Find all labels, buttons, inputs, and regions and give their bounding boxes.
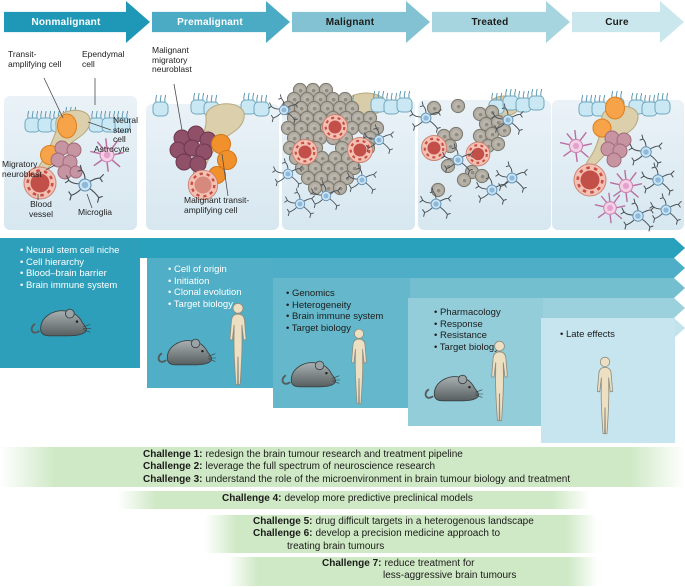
- research-topics: Late effects: [560, 329, 615, 341]
- challenge-line: Challenge 5:drug difficult targets in a …: [253, 516, 534, 528]
- stage-arrow-premalignant: Premalignant: [152, 1, 290, 43]
- stage-arrow-cure: Cure: [572, 1, 684, 43]
- research-topics: Pharmacology Response Resistance Target …: [434, 307, 503, 353]
- challenge-bar-3: Challenge 5:drug difficult targets in a …: [205, 515, 597, 553]
- research-box-cure: Late effects: [541, 318, 675, 443]
- challenge-line: Challenge 3:understand the role of the m…: [143, 474, 570, 486]
- mouse-icon: [424, 374, 485, 402]
- challenge-bar-1: Challenge 1:redesign the brain tumour re…: [0, 447, 685, 487]
- topic-item: Pharmacology: [434, 307, 503, 319]
- challenge-label: Challenge 4:: [222, 493, 282, 504]
- challenge-label: Challenge 2:: [143, 461, 203, 473]
- cure-cells-illustration: [559, 90, 682, 232]
- challenge-line: treating brain tumours: [287, 541, 534, 553]
- label-malignant-migratory-neuroblast: Malignant migratory neuroblast: [152, 45, 192, 75]
- challenge-line: Challenge 4:develop more predictive prec…: [222, 493, 473, 505]
- label-ependymal-cell: Ependymal cell: [82, 49, 125, 69]
- mouse-icon: [281, 360, 342, 388]
- label-astrocyte: Astrocyte: [94, 144, 130, 154]
- challenge-line: less-aggressive brain tumours: [383, 570, 516, 582]
- challenge-text-block: Challenge 7:reduce treatment for less-ag…: [322, 558, 516, 583]
- research-topics: Cell of origin Initiation Clonal evoluti…: [168, 264, 242, 310]
- challenge-description: less-aggressive brain tumours: [383, 570, 517, 582]
- topic-item: Response: [434, 319, 503, 331]
- human-icon: [596, 356, 614, 435]
- challenge-description: understand the role of the microenvironm…: [205, 473, 571, 485]
- challenge-description: redesign the brain tumour research and t…: [205, 449, 463, 460]
- label-migratory-neuroblast: Migratory neuroblast: [2, 159, 42, 179]
- human-icon: [229, 302, 247, 386]
- topic-item: Initiation: [168, 276, 242, 288]
- research-topics: Neural stem cell niche Cell hierarchy Bl…: [20, 245, 119, 291]
- human-icon: [491, 340, 508, 422]
- challenge-label: Challenge 7:: [322, 558, 382, 569]
- human-icon: [351, 328, 367, 405]
- stage-label: Treated: [471, 16, 509, 28]
- topic-item: Target biology: [286, 323, 383, 335]
- topic-item: Clonal evolution: [168, 287, 242, 299]
- challenge-bar-2: Challenge 4:develop more predictive prec…: [118, 491, 590, 509]
- challenge-description: reduce treatment for: [384, 558, 475, 569]
- mouse-icon: [30, 308, 93, 337]
- malignant-tumour-illustration: [268, 82, 413, 218]
- topic-item: Genomics: [286, 288, 383, 300]
- label-malignant-transit-amplifying-cell: Malignant transit- amplifying cell: [184, 195, 250, 215]
- challenge-text-block: Challenge 1:redesign the brain tumour re…: [143, 449, 570, 486]
- challenge-description: develop a precision medicine approach to: [315, 528, 501, 540]
- challenge-text-block: Challenge 4:develop more predictive prec…: [222, 493, 473, 505]
- topic-item: Target biology: [434, 342, 503, 354]
- challenge-description: drug difficult targets in a heterogenous…: [315, 516, 534, 527]
- topic-item: Blood–brain barrier: [20, 268, 119, 280]
- challenge-line: Challenge 2:leverage the full spectrum o…: [143, 461, 570, 473]
- challenge-description: treating brain tumours: [287, 540, 385, 552]
- label-blood-vessel: Blood vessel: [28, 199, 54, 219]
- topic-item: Cell hierarchy: [20, 257, 119, 269]
- mouse-icon: [157, 338, 218, 366]
- topic-item: Late effects: [560, 329, 615, 341]
- challenge-description: leverage the full spectrum of neuroscien…: [205, 461, 436, 473]
- topic-item: Heterogeneity: [286, 300, 383, 312]
- stage-arrow-nonmalignant: Nonmalignant: [4, 1, 150, 43]
- stage-arrow-treated: Treated: [432, 1, 570, 43]
- research-box-malignant: Genomics Heterogeneity Brain immune syst…: [273, 278, 410, 408]
- label-microglia: Microglia: [78, 207, 113, 217]
- challenge-description: develop more predictive preclinical mode…: [284, 493, 473, 504]
- stage-label: Nonmalignant: [31, 16, 101, 28]
- topic-item: Cell of origin: [168, 264, 242, 276]
- label-transit-amplifying-cell: Transit- amplifying cell: [8, 49, 62, 69]
- challenge-text-block: Challenge 5:drug difficult targets in a …: [253, 516, 534, 553]
- treated-tumour-illustration: [409, 88, 545, 219]
- research-box-treated: Pharmacology Response Resistance Target …: [408, 298, 543, 426]
- challenge-label: Challenge 1:: [143, 449, 203, 460]
- label-neural-stem-cell: Neural stem cell: [113, 115, 139, 145]
- challenge-label: Challenge 3:: [143, 473, 203, 485]
- challenge-line: Challenge 6:develop a precision medicine…: [253, 528, 534, 540]
- challenge-line: Challenge 1:redesign the brain tumour re…: [143, 449, 570, 461]
- topic-item: Neural stem cell niche: [20, 245, 119, 257]
- challenge-bar-4: Challenge 7:reduce treatment for less-ag…: [228, 557, 598, 586]
- research-band-nonmalignant: [0, 238, 685, 258]
- topic-item: Brain immune system: [286, 311, 383, 323]
- topic-item: Resistance: [434, 330, 503, 342]
- challenge-line: Challenge 7:reduce treatment for: [322, 558, 516, 570]
- nonmalignant-cells-illustration: [22, 77, 131, 209]
- research-topics: Genomics Heterogeneity Brain immune syst…: [286, 288, 384, 335]
- research-box-premalignant: Cell of origin Initiation Clonal evoluti…: [147, 258, 273, 388]
- stage-label: Malignant: [325, 16, 375, 28]
- research-band-premalignant: [147, 258, 685, 278]
- topic-item: Target biology: [168, 299, 242, 311]
- challenge-label: Challenge 5:: [253, 516, 313, 527]
- stage-label: Cure: [605, 16, 629, 28]
- premalignant-cells-illustration: [152, 83, 270, 201]
- stage-label: Premalignant: [177, 16, 243, 28]
- research-box-nonmalignant: Neural stem cell niche Cell hierarchy Bl…: [0, 238, 140, 368]
- stage-arrow-malignant: Malignant: [292, 1, 430, 43]
- topic-item: Brain immune system: [20, 280, 119, 292]
- challenge-label: Challenge 6:: [253, 528, 313, 540]
